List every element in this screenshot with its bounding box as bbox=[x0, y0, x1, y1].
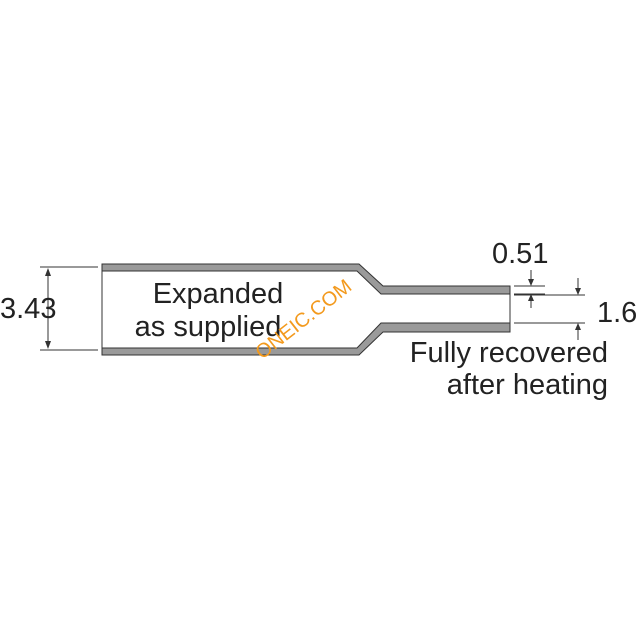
expanded-label-line2: as supplied bbox=[135, 311, 282, 343]
dimension-wall-thickness: 0.51 bbox=[492, 238, 548, 308]
recovered-label-line2: after heating bbox=[447, 369, 608, 401]
recovered-diameter-value: 1.6 bbox=[597, 297, 637, 329]
expanded-label-line1: Expanded bbox=[153, 278, 284, 310]
arrow-up-icon bbox=[528, 294, 534, 301]
dimension-expanded-diameter: 3.43 bbox=[0, 266, 98, 351]
arrow-down-icon bbox=[45, 341, 51, 349]
wall-thickness-value: 0.51 bbox=[492, 238, 548, 270]
arrow-down-icon bbox=[575, 288, 581, 295]
arrow-down-icon bbox=[528, 279, 534, 286]
arrow-up-icon bbox=[575, 323, 581, 330]
dimension-recovered-diameter: 1.6 bbox=[514, 278, 637, 340]
expanded-diameter-value: 3.43 bbox=[0, 293, 56, 325]
tube-shape bbox=[101, 263, 511, 356]
arrow-up-icon bbox=[45, 268, 51, 276]
recovered-label-line1: Fully recovered bbox=[410, 337, 608, 369]
